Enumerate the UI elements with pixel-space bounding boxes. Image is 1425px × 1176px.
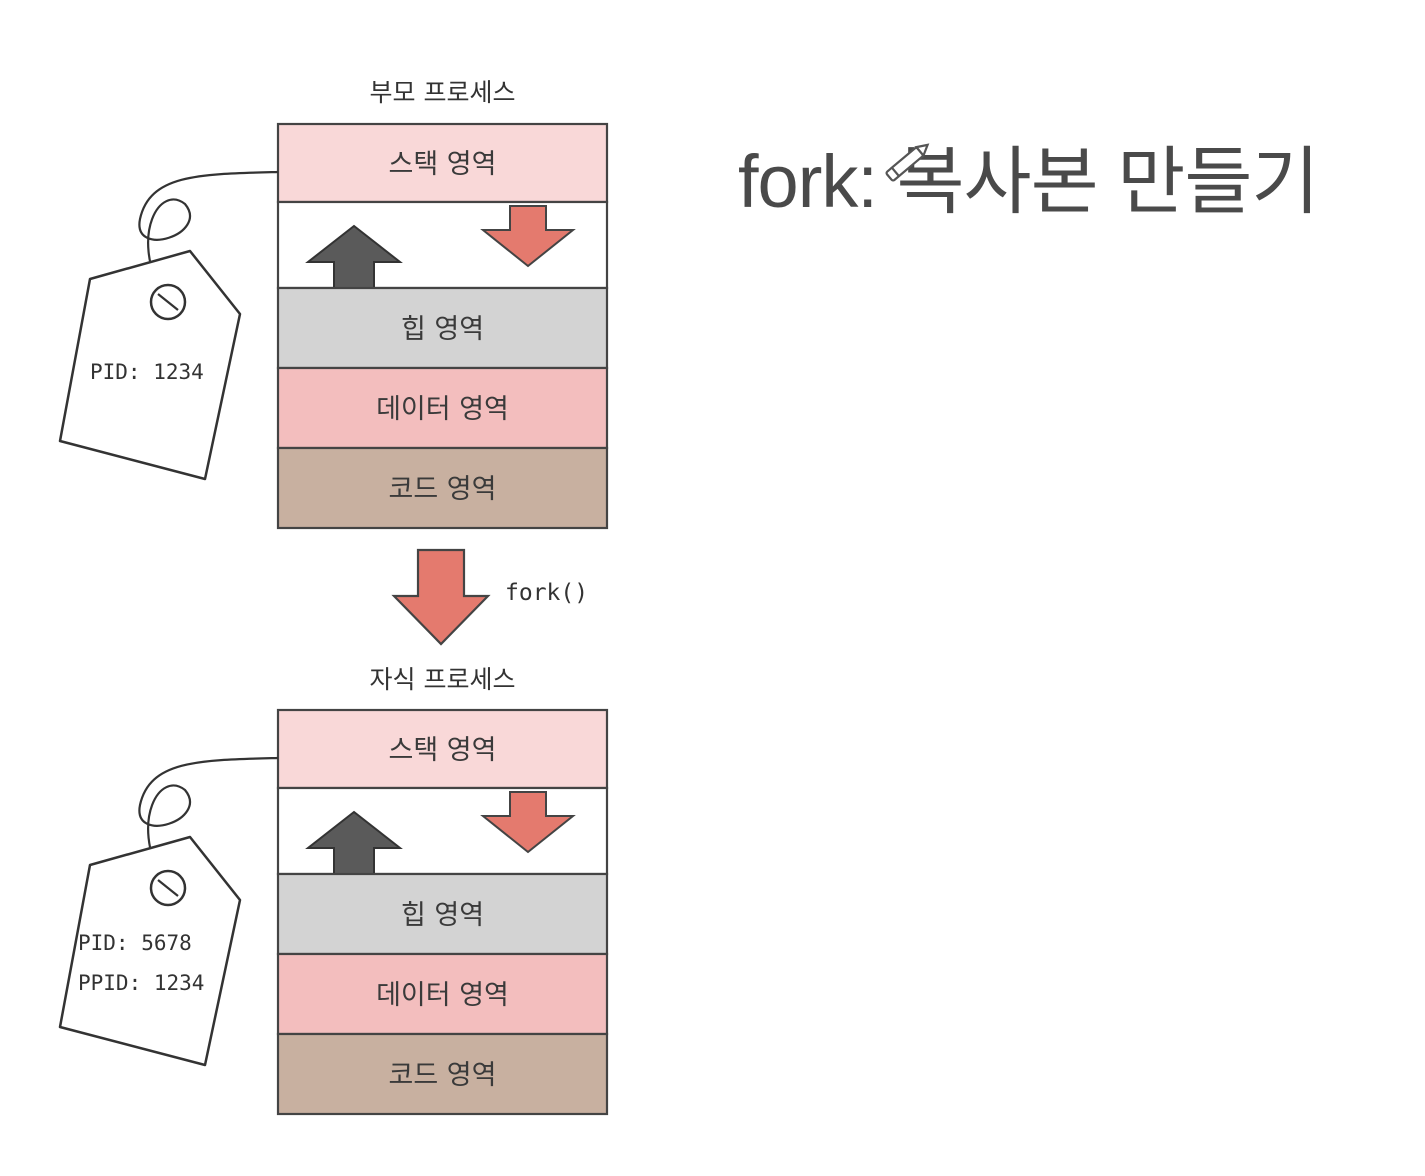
segment-label: 스택 영역 <box>389 735 497 766</box>
stack-growth-arrow-icon <box>480 205 576 268</box>
tag-line: PID: 1234 <box>90 360 204 384</box>
tag-string <box>138 170 279 295</box>
segment-label: 힙 영역 <box>401 900 484 931</box>
tag-shape <box>58 249 242 481</box>
tag-line: PID: 5678 <box>78 931 192 955</box>
tag-hole-string <box>157 879 179 897</box>
segment-data: 데이터 영역 <box>276 952 609 1036</box>
fork-label: fork() <box>505 580 588 606</box>
process-title: 자식 프로세스 <box>370 665 516 694</box>
heap-growth-arrow-icon <box>305 810 403 875</box>
segment-heap: 힙 영역 <box>276 872 609 956</box>
stack-growth-arrow-icon <box>480 791 576 854</box>
segment-free <box>276 786 609 876</box>
segment-box <box>276 952 609 1036</box>
tag-shape <box>58 835 242 1067</box>
segment-box <box>276 786 609 876</box>
segment-box <box>276 708 609 790</box>
segment-code: 코드 영역 <box>276 446 609 530</box>
segment-box <box>276 366 609 450</box>
heap-growth-arrow-icon <box>305 224 403 289</box>
segment-heap: 힙 영역 <box>276 286 609 370</box>
tag-line: PPID: 1234 <box>78 971 204 995</box>
segment-box <box>276 446 609 530</box>
segment-label: 스택 영역 <box>389 149 497 180</box>
pid-tag: PID: 1234 <box>58 170 279 481</box>
process-title: 부모 프로세스 <box>370 78 516 107</box>
segment-label: 코드 영역 <box>389 474 497 505</box>
segment-stack: 스택 영역 <box>276 708 609 790</box>
segment-label: 데이터 영역 <box>376 394 509 425</box>
fork-down-arrow-icon <box>391 548 491 646</box>
segment-label: 코드 영역 <box>389 1060 497 1091</box>
segment-label: 힙 영역 <box>401 314 484 345</box>
pen-icon <box>885 143 930 182</box>
segment-data: 데이터 영역 <box>276 366 609 450</box>
slide-title: fork: 복사본 만들기 <box>738 140 1320 223</box>
segment-box <box>276 1032 609 1116</box>
tag-string <box>138 756 279 881</box>
tag-hole-string <box>157 293 179 311</box>
segment-label: 데이터 영역 <box>376 980 509 1011</box>
fork-arrow: fork() <box>391 548 588 646</box>
segment-box <box>276 200 609 290</box>
segment-free <box>276 200 609 290</box>
segment-box <box>276 286 609 370</box>
segment-stack: 스택 영역 <box>276 122 609 204</box>
segment-box <box>276 872 609 956</box>
segment-code: 코드 영역 <box>276 1032 609 1116</box>
